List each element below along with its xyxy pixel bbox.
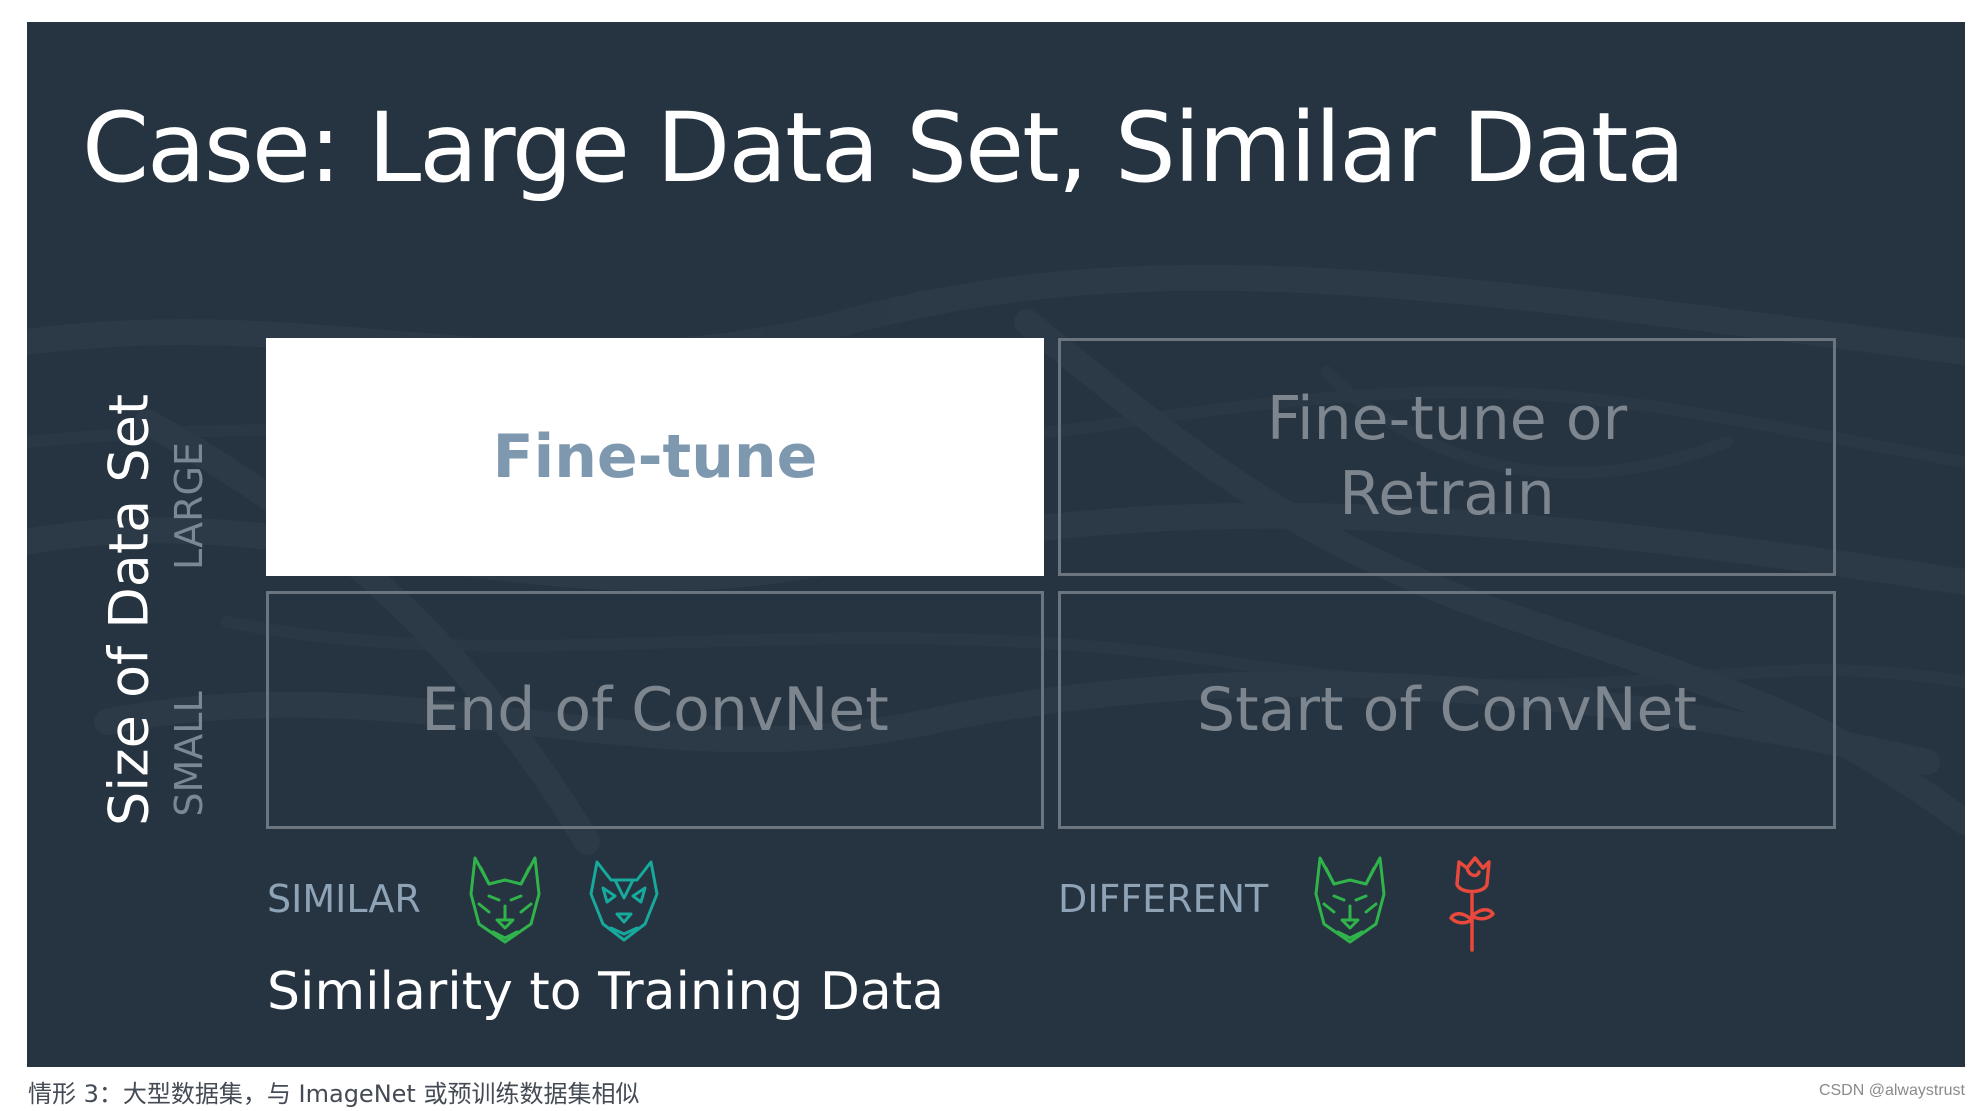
watermark: CSDN @alwaystrust (1818, 1082, 1965, 1099)
rose-icon (1449, 856, 1495, 952)
x-label-similar: SIMILAR (267, 877, 421, 921)
dog-icon (469, 856, 541, 944)
x-axis-title: Similarity to Training Data (267, 962, 944, 1022)
cell-label: Fine-tune (492, 421, 818, 492)
cell-label: Fine-tune or Retrain (1266, 384, 1628, 529)
cell-large-similar: Fine-tune (266, 338, 1044, 576)
slide-title: Case: Large Data Set, Similar Data (82, 92, 1685, 204)
y-label-large: LARGE (167, 442, 211, 570)
cell-small-different: Start of ConvNet (1058, 591, 1836, 829)
slide: Case: Large Data Set, Similar Data Size … (27, 22, 1965, 1067)
cell-label: Start of ConvNet (1196, 674, 1697, 745)
dog-icon (1314, 856, 1386, 944)
figure-caption: 情形 3：大型数据集，与 ImageNet 或预训练数据集相似 (28, 1080, 640, 1108)
cell-large-different: Fine-tune or Retrain (1058, 338, 1836, 576)
y-axis-title: Size of Data Set (97, 394, 161, 826)
x-label-different: DIFFERENT (1058, 877, 1269, 921)
wolf-icon (589, 860, 659, 942)
y-label-small: SMALL (167, 691, 211, 817)
cell-small-similar: End of ConvNet (266, 591, 1044, 829)
cell-label: End of ConvNet (421, 674, 889, 745)
